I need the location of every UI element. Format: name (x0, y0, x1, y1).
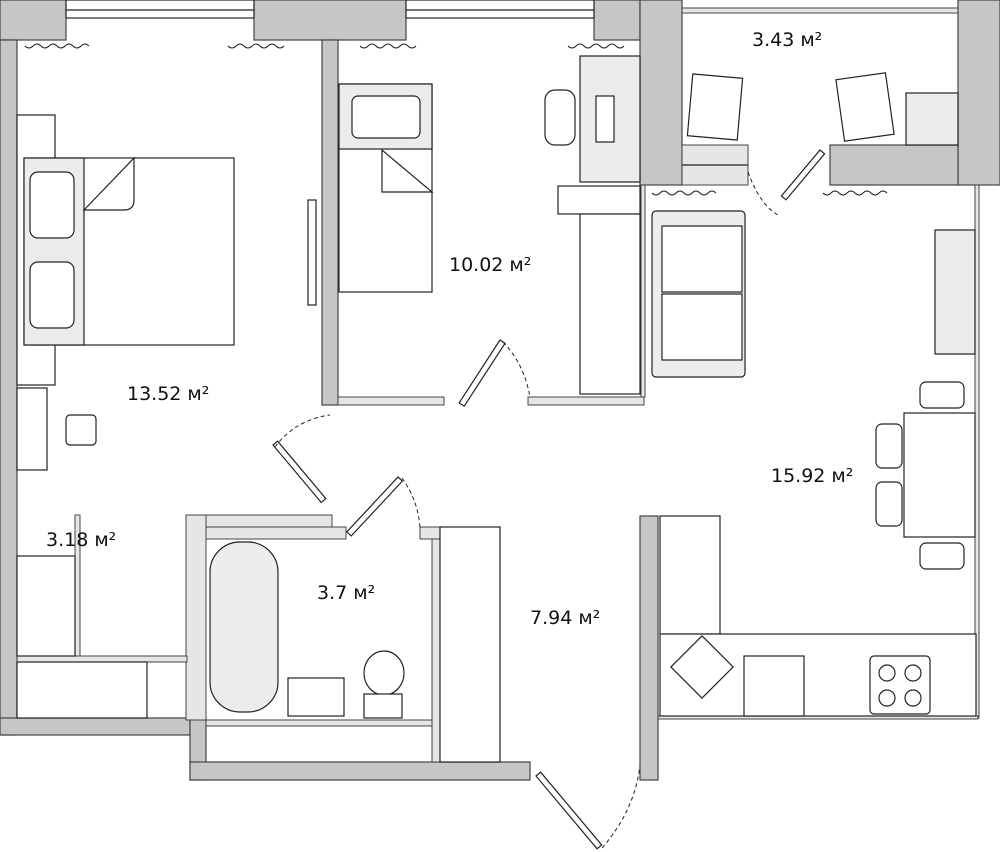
room-area-bedroom: 13.52 м² (127, 383, 209, 405)
doors (272, 149, 826, 850)
room-area-balcony: 3.43 м² (752, 29, 822, 51)
furniture (16, 55, 977, 763)
room-area-bathroom: 3.7 м² (317, 582, 375, 604)
windows (24, 0, 959, 196)
room-area-hallway: 7.94 м² (530, 607, 600, 629)
room-area-kids-room: 10.02 м² (449, 254, 531, 276)
room-area-wardrobe: 3.18 м² (46, 529, 116, 551)
room-area-kitchen-living: 15.92 м² (771, 465, 853, 487)
walls (0, 0, 1000, 781)
